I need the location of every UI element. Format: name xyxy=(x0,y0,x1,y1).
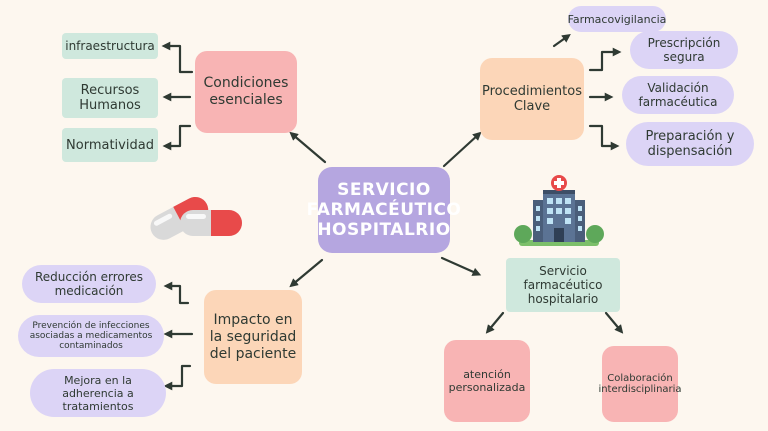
impacto-item-mejora: Mejora en la adherencia a tratamientos xyxy=(30,369,166,417)
servicio-item-colaboracion: Colaboración interdisciplinaria xyxy=(598,346,682,422)
central-node: SERVICIO FARMACÉUTICO HOSPITALRIO xyxy=(307,167,461,253)
pills-icon xyxy=(150,196,242,240)
servicio-title: Servicio farmacéutico hospitalario xyxy=(523,264,603,306)
condiciones-node: Condiciones esenciales xyxy=(195,51,297,133)
impacto-title: Impacto en la seguridad del paciente xyxy=(209,311,297,362)
condicion-item-recursos-humanos: Recursos Humanos xyxy=(62,78,158,118)
arrow-center-condiciones xyxy=(289,131,327,164)
impacto-item-prevencion: Prevención de infecciones asociadas a me… xyxy=(18,315,164,357)
impacto-item-reduccion: Reducción errores medicación xyxy=(22,265,156,303)
arrow-prescripcion xyxy=(588,47,622,72)
condicion-item-infraestructura: infraestructura xyxy=(62,33,158,59)
arrow-preparacion xyxy=(588,124,620,151)
impacto-node: Impacto en la seguridad del paciente xyxy=(204,290,302,384)
arrow-center-impacto xyxy=(289,258,324,288)
central-node-label: SERVICIO FARMACÉUTICO HOSPITALRIO xyxy=(306,180,462,240)
servicio-item-atencion: atención personalizada xyxy=(444,340,530,422)
arrow-center-servicio xyxy=(440,256,482,276)
arrow-farmacovigilancia xyxy=(552,33,571,48)
procedimientos-title: Procedimientos Clave xyxy=(482,84,582,114)
servicio-node: Servicio farmacéutico hospitalario xyxy=(506,258,620,312)
condiciones-title: Condiciones esenciales xyxy=(203,75,289,108)
procedimiento-item-preparacion: Preparación y dispensación xyxy=(626,122,754,166)
condicion-item-normatividad: Normatividad xyxy=(62,128,158,162)
hospital-icon xyxy=(514,175,604,246)
arrow-colaboracion xyxy=(604,311,624,334)
arrow-center-procedimientos xyxy=(442,131,482,168)
arrow-reduccion xyxy=(163,281,190,305)
procedimientos-node: Procedimientos Clave xyxy=(480,58,584,140)
arrow-atencion xyxy=(485,311,505,334)
arrow-normatividad xyxy=(162,124,192,151)
arrow-mejora xyxy=(163,364,192,391)
procedimiento-item-prescripcion: Prescripción segura xyxy=(630,31,738,69)
arrow-infraestructura xyxy=(161,41,194,74)
procedimiento-item-farmacovigilancia: Farmacovigilancia xyxy=(568,6,666,32)
procedimiento-item-validacion: Validación farmacéutica xyxy=(622,76,734,114)
